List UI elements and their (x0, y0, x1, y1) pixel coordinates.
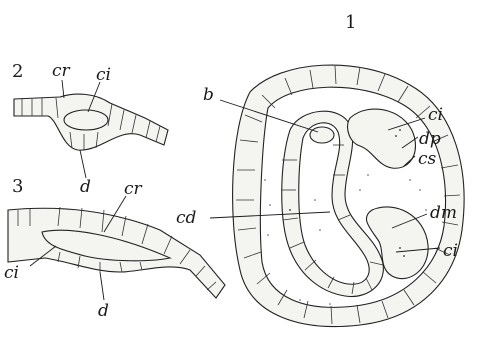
fig3-label-ci: ci (4, 263, 19, 283)
fig1-label-ci-bottom: ci (443, 241, 458, 261)
fig2-inner-mass (64, 110, 108, 130)
fig1-bud (310, 127, 334, 143)
fig1-label-dp: dp (419, 129, 441, 149)
fig1-label-dm: dm (430, 203, 457, 223)
fig1-label-cs: cs (418, 149, 437, 169)
fig1-right-lobe (348, 109, 416, 168)
fig1-number: 1 (345, 12, 356, 33)
fig3-label-cr: cr (124, 179, 143, 199)
figure-2: 2 cr ci d (12, 61, 168, 197)
figure-3: 3 cr ci d (4, 176, 225, 321)
fig1-label-ci-top: ci (428, 105, 443, 125)
fig1-label-b: b (203, 85, 214, 105)
fig2-label-ci: ci (96, 65, 111, 85)
fig1-label-cd: cd (176, 208, 197, 228)
fig2-number: 2 (12, 61, 23, 82)
fig3-number: 3 (12, 176, 23, 197)
fig3-label-d: d (98, 301, 109, 321)
fig2-label-d: d (80, 177, 91, 197)
fig2-label-cr: cr (52, 61, 71, 81)
